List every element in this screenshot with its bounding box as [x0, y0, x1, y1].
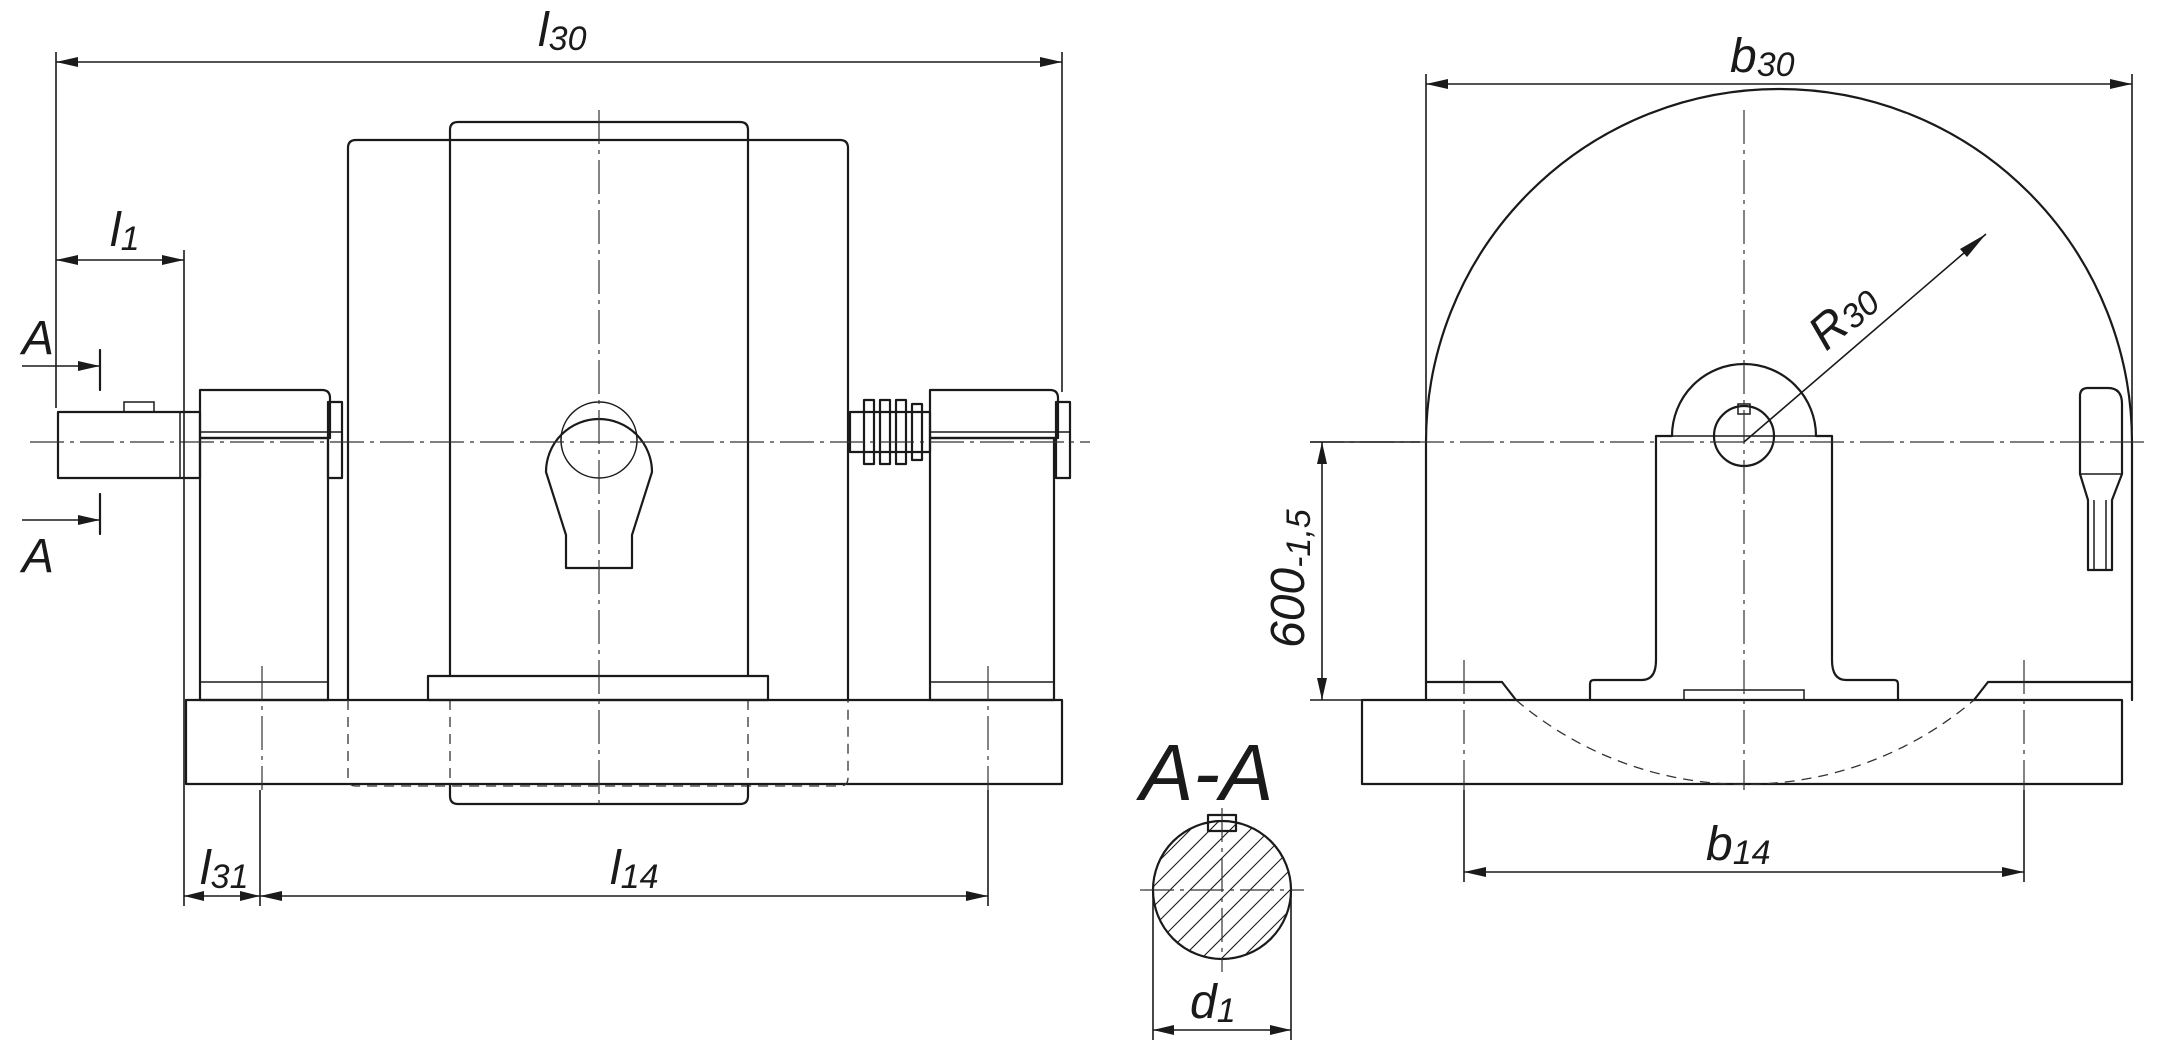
label-height: 600-1,5 — [1262, 509, 1318, 648]
label-section-mark-bottom: A — [19, 530, 54, 583]
side-dimensions — [1310, 74, 2133, 882]
side-left-foot — [1424, 680, 1518, 702]
drum-shell-hidden — [449, 700, 749, 784]
right-bearing-housing — [928, 388, 1060, 440]
section-marker-bottom — [22, 492, 102, 536]
label-section-title: A-A — [1136, 728, 1273, 817]
label-d1: d1 — [1190, 976, 1236, 1030]
section-hatching — [1153, 821, 1291, 959]
left-bearing-housing — [198, 388, 332, 440]
side-right-foot — [1972, 680, 2134, 702]
drum-body — [346, 138, 850, 702]
dim-r30-leader — [1743, 233, 1987, 443]
label-l30: l30 — [538, 4, 587, 58]
label-l14: l14 — [610, 842, 659, 896]
label-section-mark-top: A — [19, 312, 54, 365]
base-plate — [184, 698, 1064, 786]
right-bearing-cap — [1054, 400, 1072, 480]
drum-shell — [448, 120, 750, 678]
drum-foot — [426, 674, 770, 702]
drum-body-hidden — [347, 700, 849, 787]
front-view — [30, 110, 1090, 806]
left-bearing-cap — [326, 400, 344, 480]
label-l31: l31 — [200, 842, 249, 896]
side-drum-hidden-arc — [1515, 699, 1975, 786]
shaft-key — [123, 401, 155, 413]
label-b14: b14 — [1706, 818, 1771, 872]
right-bearing-pedestal — [928, 436, 1056, 702]
left-bearing-pedestal — [198, 436, 330, 702]
section-marker-top — [22, 348, 102, 392]
coupling — [848, 398, 932, 466]
side-drum-outline — [1424, 87, 2134, 702]
section-a-a — [1140, 808, 1304, 1040]
label-l1: l1 — [110, 204, 140, 258]
side-base-plate — [1360, 698, 2124, 786]
side-shaft-end — [2078, 386, 2124, 572]
label-r30: R30 — [1798, 273, 1888, 361]
inspection-port — [544, 417, 654, 570]
input-shaft — [56, 410, 202, 480]
label-b30: b30 — [1730, 30, 1795, 84]
side-view — [1310, 87, 2150, 790]
front-dimensions — [22, 52, 1063, 906]
